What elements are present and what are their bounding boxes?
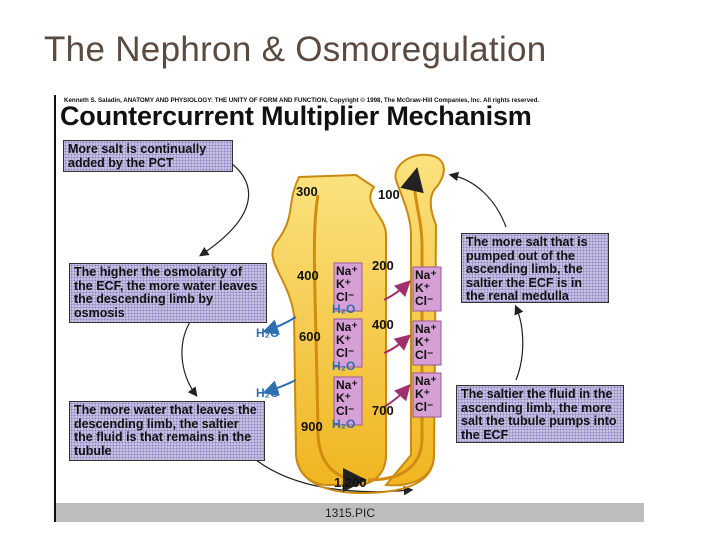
value-300: 300 [296,184,318,199]
salt-arrow-1 [383,280,411,301]
water-label-4: H₂O [256,326,279,340]
value-1200: 1,200 [334,475,367,490]
footer-label: 1315.PIC [324,506,376,520]
cycle-arrow-right-top [448,171,507,228]
callout-more-salt: The more salt that is pumped out of the … [461,233,609,303]
descending-limb [271,173,387,486]
k-label-1: K⁺ [336,277,351,291]
nephron-loop-diagram: 300 400 600 900 1,200 100 200 400 700 Na… [181,153,524,496]
value-400: 400 [297,268,319,283]
ion-box-4 [412,266,442,312]
cl-label-5: Cl⁻ [415,348,433,362]
k-label-6: K⁺ [415,387,430,401]
value-700: 700 [372,403,394,418]
k-label-4: K⁺ [415,281,430,295]
ion-box-5 [412,320,442,366]
k-label-5: K⁺ [415,335,430,349]
salt-arrow-3 [383,383,411,408]
na-label-4: Na⁺ [415,268,437,282]
value-400-ascending: 400 [372,317,394,332]
na-label-6: Na⁺ [415,374,437,388]
cl-label-1: Cl⁻ [336,290,354,304]
ion-box-6 [412,372,442,418]
salt-arrow-2 [383,334,412,354]
na-label-3: Na⁺ [336,378,358,392]
callout-pct: More salt is continually added by the PC… [63,140,233,172]
loop-bend [295,435,435,495]
flow-arrow-up [367,167,424,482]
cl-label-6: Cl⁻ [415,400,433,414]
callout-saltier: The saltier the fluid in the ascending l… [456,385,624,443]
cl-label-4: Cl⁻ [415,294,433,308]
copyright-notice: Kenneth S. Saladin, ANATOMY AND PHYSIOLO… [64,97,540,104]
diagram-figure: Kenneth S. Saladin, ANATOMY AND PHYSIOLO… [54,95,644,522]
ion-box-1 [333,262,363,312]
slide-title: The Nephron & Osmoregulation [44,30,547,69]
water-label-1: H₂O [332,302,355,316]
footer-bar: 1315.PIC [56,503,644,522]
value-100: 100 [378,187,400,202]
ion-box-2 [333,318,363,368]
ascending-limb [384,153,445,487]
water-label-3: H₂O [332,417,355,431]
value-600: 600 [299,329,321,344]
water-label-5: H₂O [256,386,279,400]
ion-box-3 [333,376,363,426]
na-label-5: Na⁺ [415,322,437,336]
water-arrow-2 [262,379,297,396]
cycle-arrow-right-low [514,304,524,381]
cl-label-2: Cl⁻ [336,346,354,360]
value-900: 900 [301,419,323,434]
na-label-2: Na⁺ [336,320,358,334]
na-label-1: Na⁺ [336,264,358,278]
k-label-3: K⁺ [336,391,351,405]
value-200: 200 [372,258,394,273]
cycle-arrow-left [181,319,198,397]
water-arrow-1 [262,316,297,335]
cl-label-3: Cl⁻ [336,404,354,418]
callout-more-water: The more water that leaves the descendin… [69,401,265,461]
cycle-arrow-top [199,162,250,257]
water-label-2: H₂O [332,359,355,373]
flow-arrow-down [312,194,367,492]
k-label-2: K⁺ [336,333,351,347]
figure-title: Countercurrent Multiplier Mechanism [60,101,532,131]
callout-osmolarity: The higher the osmolarity of the ECF, th… [69,263,267,323]
